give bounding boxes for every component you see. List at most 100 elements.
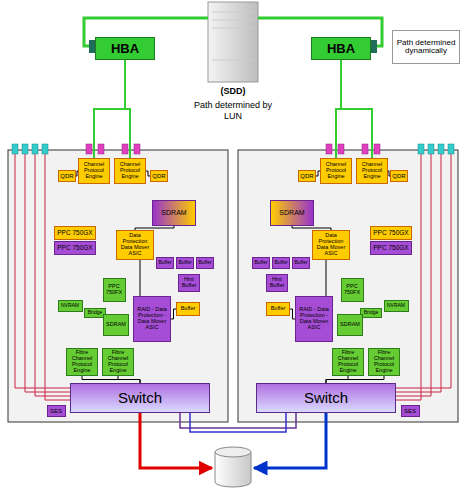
node-text: Bridge bbox=[364, 310, 378, 315]
disk-icon bbox=[215, 447, 251, 487]
node-text: Data Protection Data Mover ASIC bbox=[314, 233, 348, 256]
node-text: QDR bbox=[300, 173, 313, 179]
chip-box: QDR bbox=[150, 170, 168, 182]
node-text: SES bbox=[50, 408, 62, 414]
node-text: RAID - Data Protection - Data Mover ASIC bbox=[297, 307, 331, 330]
chip-box: Buffer bbox=[156, 257, 174, 269]
node-text: QDR bbox=[152, 173, 165, 179]
chip-box: RAID - Data Protection - Data Mover ASIC bbox=[295, 296, 333, 342]
chip-box: Channel Protocol Engine bbox=[114, 158, 146, 184]
chip-box: Fibre Channel Protocol Engine bbox=[368, 348, 400, 376]
memory-box: SDRAM bbox=[270, 200, 314, 226]
connector bbox=[125, 60, 130, 158]
note-label: Path determined by LUN bbox=[188, 100, 278, 122]
controller-enclosure bbox=[8, 150, 228, 422]
connector bbox=[82, 376, 140, 383]
memory-box: SDRAM bbox=[152, 200, 196, 226]
node-text: Fibre Channel Protocol Engine bbox=[370, 350, 398, 373]
connector bbox=[326, 376, 384, 383]
chip-box: Buffer bbox=[292, 257, 310, 269]
chip-box: Hint Buffer bbox=[266, 274, 288, 292]
connector bbox=[341, 60, 372, 158]
node-text: QDR bbox=[60, 173, 73, 179]
node-text: PPC 750FX bbox=[105, 284, 124, 296]
node-text: Buffer bbox=[198, 260, 211, 265]
wires bbox=[15, 154, 451, 432]
chip-box: NVRAM bbox=[384, 300, 409, 312]
node-text: Buffer bbox=[294, 260, 307, 265]
switch-box: Switch bbox=[70, 383, 210, 413]
node-text: PPC 750GX bbox=[57, 230, 92, 237]
path-arrow bbox=[140, 413, 212, 468]
chip-box: SDRAM bbox=[103, 314, 129, 336]
node-text: PPC 750GX bbox=[373, 230, 408, 237]
node-text: Channel Protocol Engine bbox=[80, 162, 108, 179]
note-box: Path determined dynamically bbox=[392, 30, 460, 64]
node-text: HBA bbox=[111, 42, 139, 56]
path-arrow bbox=[254, 413, 326, 468]
server-icon bbox=[208, 2, 258, 82]
chip-box: NVRAM bbox=[58, 300, 83, 312]
chip-box: Data Protection Data Mover ASIC bbox=[312, 230, 350, 260]
chip-box: Buffer bbox=[176, 257, 194, 269]
connector bbox=[336, 60, 341, 158]
hba-card: HBA bbox=[311, 37, 371, 60]
connector bbox=[371, 40, 377, 53]
node-text: Buffer bbox=[178, 260, 191, 265]
node-text: SDRAM bbox=[161, 209, 186, 216]
hba-card: HBA bbox=[95, 37, 155, 60]
chip-box: Data Protection Data Mover ASIC bbox=[116, 230, 154, 260]
chip-box: Buffer bbox=[176, 302, 200, 316]
node-text: SDRAM bbox=[279, 209, 304, 216]
chip-box: Channel Protocol Engine bbox=[320, 158, 352, 184]
chip-box: PPC 750GX bbox=[370, 241, 412, 255]
chip-box: Buffer bbox=[266, 302, 290, 316]
chip-box: Fibre Channel Protocol Engine bbox=[102, 348, 134, 376]
node-text: Channel Protocol Engine bbox=[358, 162, 386, 179]
chip-box: QDR bbox=[58, 170, 76, 182]
note-label: (SDD) bbox=[183, 86, 283, 97]
node-text: SDRAM bbox=[106, 322, 126, 328]
node-text: Switch bbox=[304, 390, 348, 406]
node-text: Data Protection Data Mover ASIC bbox=[118, 233, 152, 256]
chip-box: QDR bbox=[390, 170, 408, 182]
connector bbox=[94, 60, 125, 158]
node-text: Path determined dynamically bbox=[394, 39, 458, 56]
node-text: Channel Protocol Engine bbox=[322, 162, 350, 179]
node-text: Switch bbox=[118, 390, 162, 406]
node-text: QDR bbox=[392, 173, 405, 179]
node-text: PPC 750GX bbox=[57, 245, 92, 252]
chip-box: Buffer bbox=[272, 257, 290, 269]
node-text: HBA bbox=[327, 42, 355, 56]
chip-box: SDRAM bbox=[337, 314, 363, 336]
node-text: Fibre Channel Protocol Engine bbox=[104, 350, 132, 373]
node-text: Fibre Channel Protocol Engine bbox=[68, 350, 96, 373]
ports bbox=[12, 144, 454, 154]
chip-box: QDR bbox=[298, 170, 316, 182]
node-text: Fibre Channel Protocol Engine bbox=[334, 350, 362, 373]
connector bbox=[326, 376, 348, 383]
node-text: Hint Buffer bbox=[268, 277, 286, 289]
chip-box: PPC 750FX bbox=[341, 278, 364, 302]
connector bbox=[118, 376, 140, 383]
node-text: Channel Protocol Engine bbox=[116, 162, 144, 179]
chip-box: Bridge bbox=[360, 308, 382, 318]
chip-box: Fibre Channel Protocol Engine bbox=[66, 348, 98, 376]
chip-box: Fibre Channel Protocol Engine bbox=[332, 348, 364, 376]
node-text: Bridge bbox=[88, 310, 102, 315]
chip-box: SES bbox=[47, 405, 66, 417]
chip-box: SES bbox=[401, 405, 420, 417]
node-text: SDRAM bbox=[340, 322, 360, 328]
node-text: NVRAM bbox=[61, 303, 79, 308]
switch-box: Switch bbox=[256, 383, 396, 413]
node-text: PPC 750FX bbox=[343, 284, 362, 296]
chip-box: Buffer bbox=[252, 257, 270, 269]
chip-box: PPC 750FX bbox=[103, 278, 126, 302]
node-text: Buffer bbox=[271, 306, 286, 312]
node-text: SES bbox=[404, 408, 416, 414]
chip-box: Channel Protocol Engine bbox=[356, 158, 388, 184]
node-text: Buffer bbox=[274, 260, 287, 265]
chip-box: RAID - Data Protection - Data Mover ASIC bbox=[133, 296, 171, 342]
chip-box: Buffer bbox=[196, 257, 214, 269]
node-text: Hint Buffer bbox=[180, 277, 198, 289]
